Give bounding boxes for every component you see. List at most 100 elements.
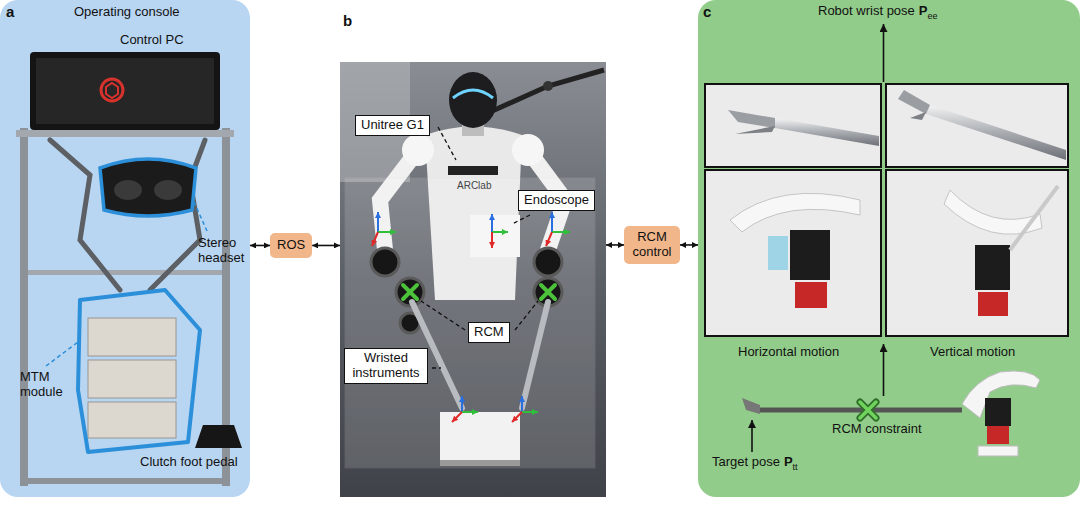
leader-line <box>515 301 538 330</box>
coordinate-frame <box>378 231 396 233</box>
humanoid-robot <box>453 90 493 98</box>
pedestal <box>440 412 520 462</box>
pose-label: P <box>784 454 793 469</box>
leader-line <box>421 301 465 330</box>
coordinate-frame <box>522 411 538 413</box>
humanoid-robot <box>380 150 418 250</box>
joint-disc <box>400 313 420 333</box>
callout-box: Unitree G1 <box>355 115 430 136</box>
pose-label: Robot wrist pose <box>818 3 915 18</box>
pose-label: Target pose <box>712 454 780 469</box>
leader-line <box>421 127 538 368</box>
coordinate-frame <box>452 396 478 422</box>
box-text: Wristed instruments <box>350 351 422 381</box>
joint-disc <box>534 248 562 276</box>
box-text: Unitree G1 <box>361 118 424 133</box>
robot-photo <box>340 62 606 497</box>
acrylic-plate <box>345 178 595 468</box>
callout-box: Wristed instruments <box>344 348 428 384</box>
coordinate-frame <box>462 411 478 413</box>
box-text: RCM control <box>627 230 677 260</box>
coordinate-frame <box>372 232 378 246</box>
coordinate-frame <box>372 212 570 422</box>
photo-panel: bUnitree G1EndoscopeRCMWristed instrumen… <box>340 62 606 497</box>
part-label: Stereo headset <box>198 235 244 265</box>
double-arrow <box>312 245 340 247</box>
logo-text: ARClab <box>457 180 491 192</box>
joint-disc <box>371 248 399 276</box>
pedestal <box>440 460 520 466</box>
process-box: RCM control <box>624 226 680 264</box>
robot-photo <box>340 62 606 497</box>
rcm-mark <box>403 285 417 299</box>
motion-label: Horizontal motion <box>738 345 839 360</box>
rcm-mark <box>541 285 555 299</box>
motion-label: Vertical motion <box>930 345 1015 360</box>
leader-line <box>438 127 456 160</box>
coordinate-frame <box>546 232 552 246</box>
part-label: Control PC <box>120 33 184 48</box>
humanoid-robot <box>462 122 484 136</box>
coordinate-frame <box>512 412 522 422</box>
pose-label: tt <box>793 462 798 472</box>
humanoid-robot <box>402 134 434 166</box>
acrylic-plate <box>345 178 595 468</box>
panel-heading: Operating console <box>74 5 180 20</box>
joint-disc <box>371 248 562 333</box>
panel-heading: a <box>6 3 14 20</box>
humanoid-robot <box>449 72 497 128</box>
coordinate-frame <box>552 231 570 233</box>
panel-heading: c <box>703 3 711 20</box>
coordinate-frame <box>521 396 523 412</box>
box-text: Endoscope <box>524 193 589 208</box>
part-label: MTM module <box>20 370 66 400</box>
coordinate-frame <box>491 232 493 248</box>
box-text: ROS <box>277 238 305 253</box>
humanoid-robot <box>380 72 565 300</box>
pose-label: Robot wrist pose Pee <box>818 4 938 21</box>
part-label: MTM module <box>20 369 63 399</box>
constraint-label: RCM constraint <box>832 421 922 436</box>
pose-label: Target pose Ptt <box>712 455 798 472</box>
part-label: Stereo headset <box>198 236 248 266</box>
double-arrow <box>250 245 270 247</box>
motion-label: Vertical motion <box>930 344 1015 359</box>
process-box: ROS <box>270 233 312 258</box>
joint-disc <box>396 278 424 306</box>
double-arrow <box>680 244 698 246</box>
pose-label: ee <box>928 11 938 21</box>
instrument-shaft <box>522 302 548 408</box>
leader-line <box>432 367 441 368</box>
coordinate-frame <box>461 396 463 412</box>
callout-box: Endoscope <box>518 190 595 211</box>
coordinate-frame <box>377 212 379 232</box>
coordinate-frame <box>492 214 508 248</box>
acrylic-plate <box>470 215 520 257</box>
constraint-label: RCM constraint <box>832 422 922 437</box>
leader-line <box>512 215 530 224</box>
rcm-mark <box>403 285 555 299</box>
coordinate-frame <box>551 212 553 232</box>
coordinate-frame <box>492 231 508 233</box>
humanoid-robot <box>448 166 498 175</box>
joint-disc <box>534 278 562 306</box>
coordinate-frame <box>512 396 538 422</box>
instrument-shaft <box>412 302 548 408</box>
callout-box: RCM <box>468 322 510 343</box>
humanoid-robot <box>425 127 522 301</box>
pose-label: P <box>919 3 928 18</box>
coordinate-frame <box>452 412 462 422</box>
part-label: Clutch foot pedal <box>140 455 238 470</box>
double-arrow <box>606 244 624 246</box>
motion-label: Horizontal motion <box>738 344 839 359</box>
part-label: Clutch foot pedal <box>140 454 238 469</box>
coordinate-frame <box>372 212 396 246</box>
robot-photo <box>490 70 604 112</box>
coordinate-frame <box>491 214 493 232</box>
coordinate-frame <box>546 212 570 246</box>
robot-photo <box>543 81 553 91</box>
humanoid-robot <box>512 134 544 166</box>
box-text: RCM <box>474 325 504 340</box>
logo-text: ARClab <box>457 180 491 191</box>
